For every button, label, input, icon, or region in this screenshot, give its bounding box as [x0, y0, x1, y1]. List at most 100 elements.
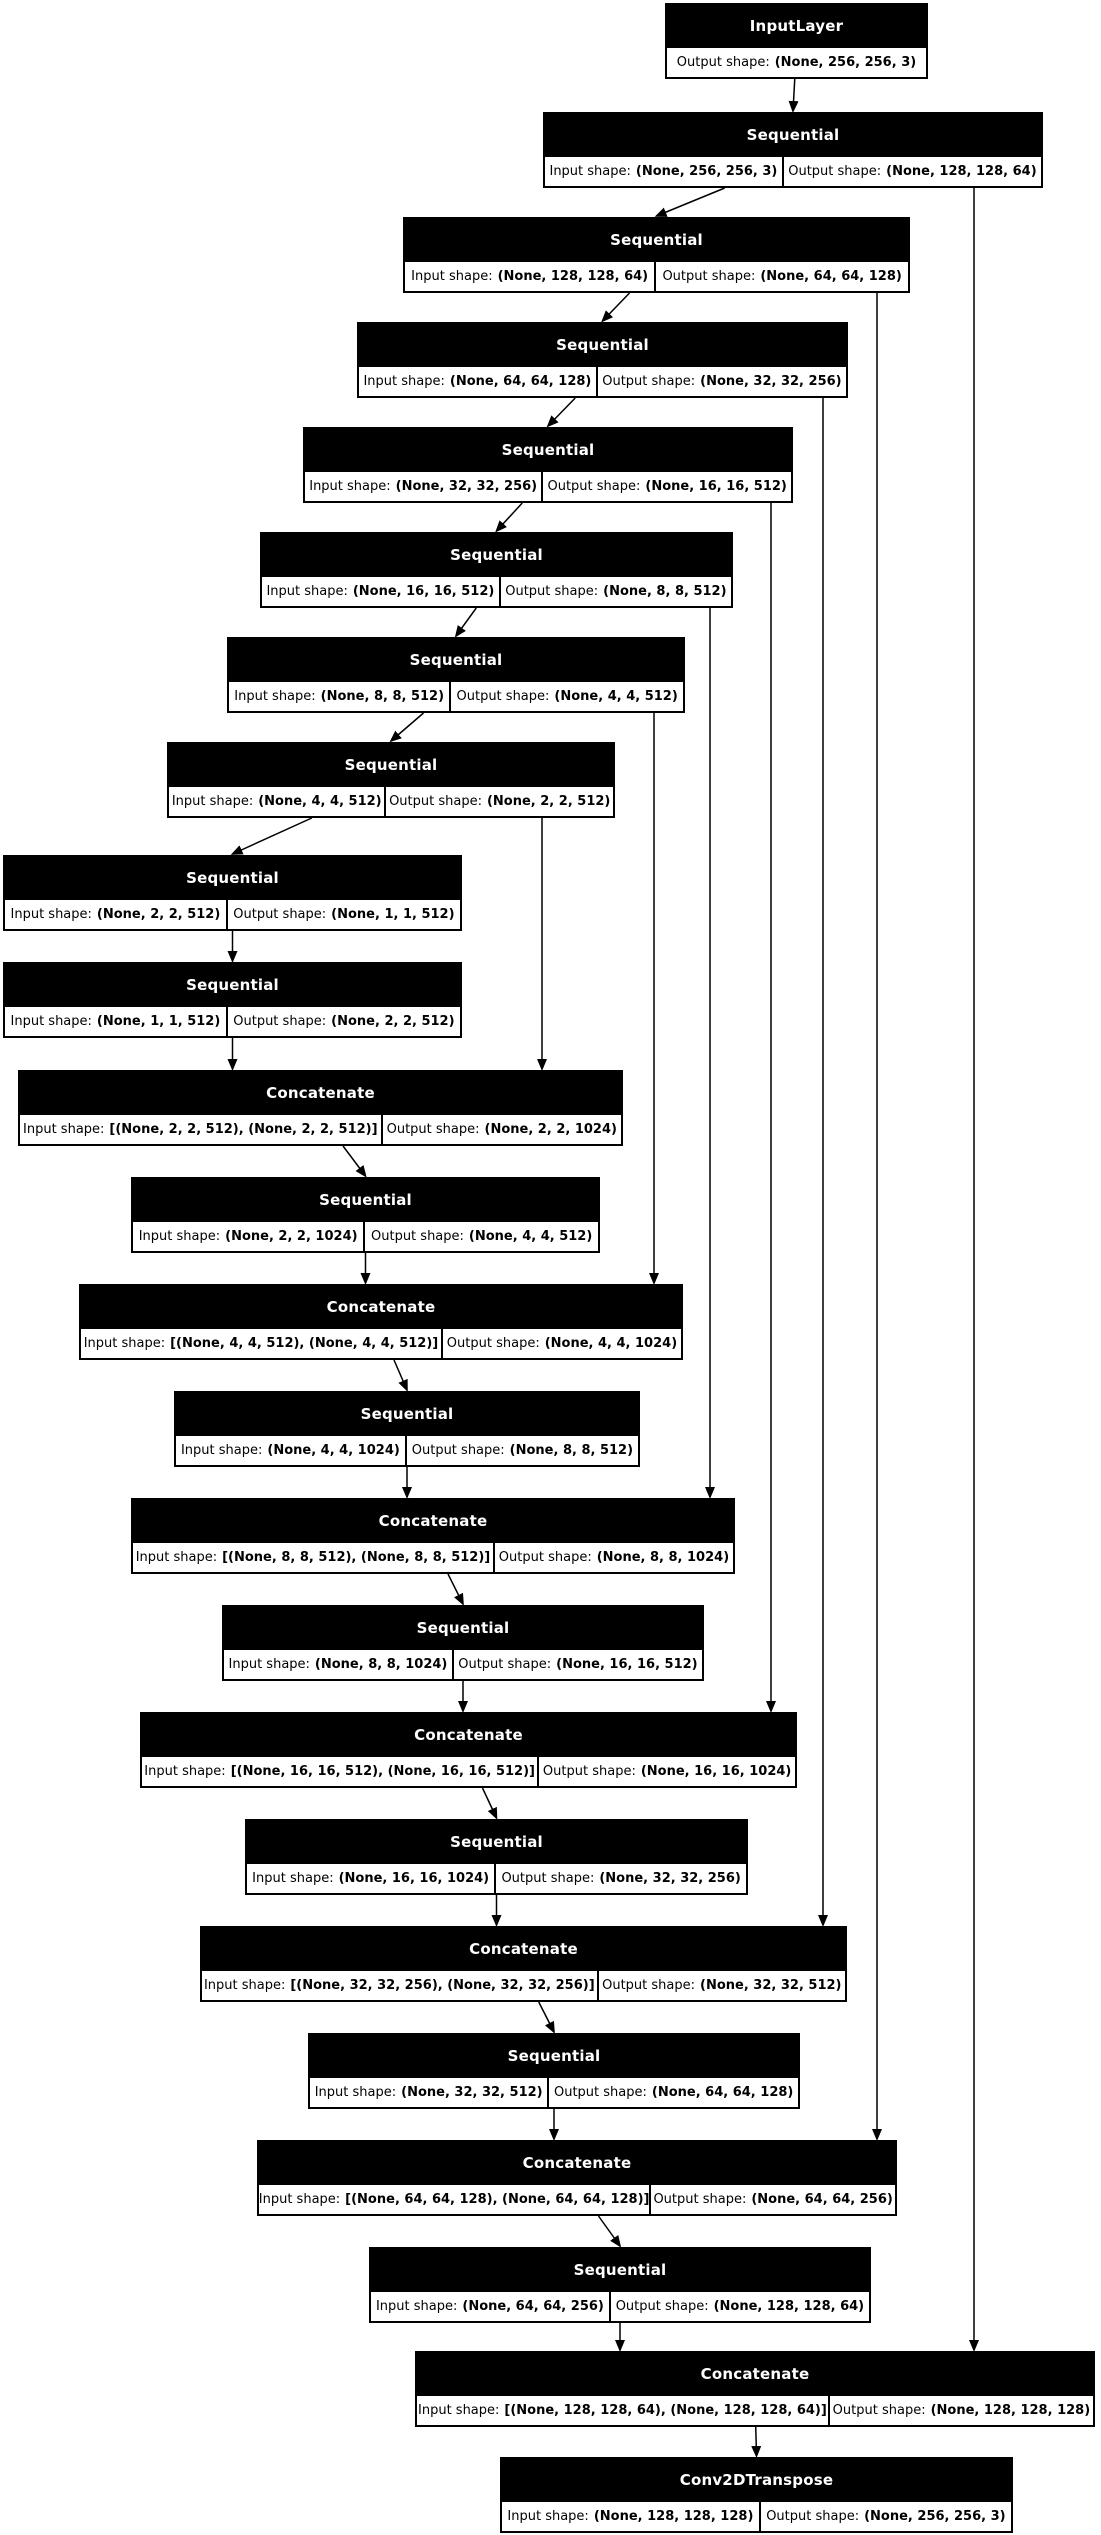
input-shape-cell: Input shape:(None, 2, 2, 1024): [133, 1222, 364, 1251]
node-title: Sequential: [610, 230, 703, 249]
node-title: Concatenate: [378, 1511, 488, 1530]
node-title: Sequential: [450, 1832, 543, 1851]
main-flow-edge: [597, 2215, 622, 2248]
input-shape-cell: Input shape:(None, 4, 4, 1024): [176, 1436, 405, 1465]
output-shape-value: (None, 64, 64, 256): [751, 2192, 893, 2207]
input-shape-cell: Input shape:(None, 4, 4, 512): [169, 787, 385, 816]
output-shape-label: Output shape:: [653, 2192, 747, 2207]
output-shape-label: Output shape:: [602, 1978, 696, 1993]
input-shape-value: (None, 8, 8, 512): [320, 689, 445, 704]
output-shape-value: (None, 32, 32, 256): [599, 1871, 741, 1886]
node-title: Sequential: [360, 1404, 454, 1423]
output-shape-cell: Output shape:(None, 64, 64, 128): [656, 262, 909, 291]
main-flow-edge: [751, 2426, 762, 2458]
output-shape-label: Output shape:: [498, 1550, 592, 1565]
output-shape-label: Output shape:: [446, 1336, 540, 1351]
node-title: Sequential: [556, 335, 649, 354]
input-shape-value: (None, 1, 1, 512): [96, 1014, 221, 1029]
output-shape-label: Output shape:: [501, 1871, 595, 1886]
output-shape-cell: Output shape:(None, 2, 2, 512): [227, 1007, 460, 1036]
output-shape-value: (None, 4, 4, 512): [468, 1229, 593, 1244]
node-title: Concatenate: [469, 1939, 578, 1958]
input-shape-cell: Input shape:[(None, 4, 4, 512), (None, 4…: [81, 1329, 441, 1358]
output-shape-cell: Output shape: (None, 32, 32, 256): [496, 1864, 746, 1893]
output-shape-cell: Output shape:(None, 16, 16, 512): [453, 1650, 702, 1679]
output-shape-label: Output shape:: [832, 2403, 926, 2418]
input-shape-label: Input shape:: [252, 1871, 334, 1886]
main-flow-edge: [447, 1573, 464, 1606]
input-shape-label: Input shape:: [363, 374, 445, 389]
input-shape-cell: Input shape:[(None, 2, 2, 512), (None, 2…: [20, 1115, 381, 1144]
shape-row: Input shape:(None, 16, 16, 1024)Output s…: [247, 1862, 746, 1893]
output-shape-cell: Output shape:(None, 8, 8, 512): [500, 577, 731, 606]
output-shape-value: (None, 32, 32, 256): [700, 374, 842, 389]
input-shape-label: Input shape:: [10, 1014, 92, 1029]
node-title: Concatenate: [414, 1725, 523, 1744]
input-shape-label: Input shape:: [375, 2299, 458, 2314]
main-flow-edge: [342, 1145, 367, 1178]
shape-row: Input shape:(None, 64, 64, 256)Output sh…: [371, 2290, 869, 2321]
input-shape-value: (None, 128, 128, 128): [593, 2509, 754, 2524]
main-flow-edge: [654, 187, 726, 217]
main-flow-edge: [538, 2001, 555, 2034]
output-shape-cell: Output shape:(None, 4, 4, 512): [451, 682, 683, 711]
input-shape-cell: Input shape:(None, 16, 16, 512): [262, 577, 499, 606]
input-shape-cell: Input shape:[(None, 64, 64, 128), (None,…: [259, 2185, 650, 2214]
input-shape-label: Input shape:: [314, 2085, 397, 2100]
main-flow-edge: [389, 712, 424, 743]
output-shape-label: Output shape:: [233, 907, 327, 922]
output-shape-value: (None, 4, 4, 1024): [544, 1336, 678, 1351]
node-title: Sequential: [409, 650, 503, 669]
input-shape-value: (None, 2, 2, 512): [96, 907, 221, 922]
shape-row: Input shape:(None, 32, 32, 512)Output sh…: [310, 2076, 798, 2107]
input-shape-cell: Input shape:[(None, 16, 16, 512), (None,…: [142, 1757, 538, 1786]
input-shape-cell: Input shape:[(None, 8, 8, 512), (None, 8…: [133, 1543, 493, 1572]
input-shape-cell: Input shape:(None, 32, 32, 512): [310, 2078, 548, 2107]
node-title: InputLayer: [749, 16, 844, 35]
input-shape-label: Input shape:: [83, 1336, 166, 1351]
input-shape-cell: Input shape:(None, 128, 128, 64): [405, 262, 655, 291]
output-shape-cell: Output shape:(None, 64, 64, 128): [549, 2078, 798, 2107]
input-shape-cell: Input shape: (None, 8, 8, 512): [229, 682, 450, 711]
shape-row: Input shape:(None, 4, 4, 512)Output shap…: [169, 785, 613, 816]
shape-row: Input shape: (None, 1, 1, 512) Output shap…: [5, 1005, 460, 1036]
input-shape-cell: Input shape:[(None, 32, 32, 256), (None,…: [202, 1971, 597, 2000]
shape-row: Output shape:(None, 256, 256, 3): [667, 46, 926, 77]
input-shape-value: [(None, 128, 128, 64), (None, 128, 128, …: [504, 2403, 827, 2418]
output-shape-cell: Output shape:(None, 256, 256, 3): [667, 48, 926, 77]
output-shape-label: Output shape:: [458, 1657, 552, 1672]
input-shape-cell: Input shape:(None, 16, 16, 1024): [247, 1864, 495, 1893]
input-shape-label: Input shape:: [135, 1550, 218, 1565]
node-title: Concatenate: [266, 1083, 375, 1102]
output-shape-value: (None, 128, 128, 64): [886, 164, 1037, 179]
output-shape-value: (None, 64, 64, 128): [760, 269, 902, 284]
input-shape-cell: Input shape:(None, 64, 64, 256): [371, 2292, 609, 2321]
node-title: Conv2DTranspose: [679, 2470, 834, 2489]
shape-row: Input shape:(None, 64, 64, 128)Output sh…: [359, 365, 846, 396]
output-shape-label: Output shape:: [542, 1764, 636, 1779]
node-title: Sequential: [573, 2260, 667, 2279]
input-shape-cell: Input shape:(None, 256, 256, 3): [545, 157, 782, 186]
output-shape-cell: Output shape:(None, 2, 2, 512): [386, 787, 613, 816]
output-shape-value: (None, 256, 256, 3): [864, 2509, 1006, 2524]
output-shape-cell: Output shape:(None, 16, 16, 512): [543, 472, 791, 501]
input-shape-value: (None, 4, 4, 512): [258, 794, 382, 809]
input-shape-label: Input shape:: [234, 689, 316, 704]
shape-row: Input shape: (None, 8, 8, 512) Output shap…: [229, 680, 683, 711]
input-shape-cell: Input shape:[(None, 128, 128, 64), (None…: [417, 2396, 828, 2425]
